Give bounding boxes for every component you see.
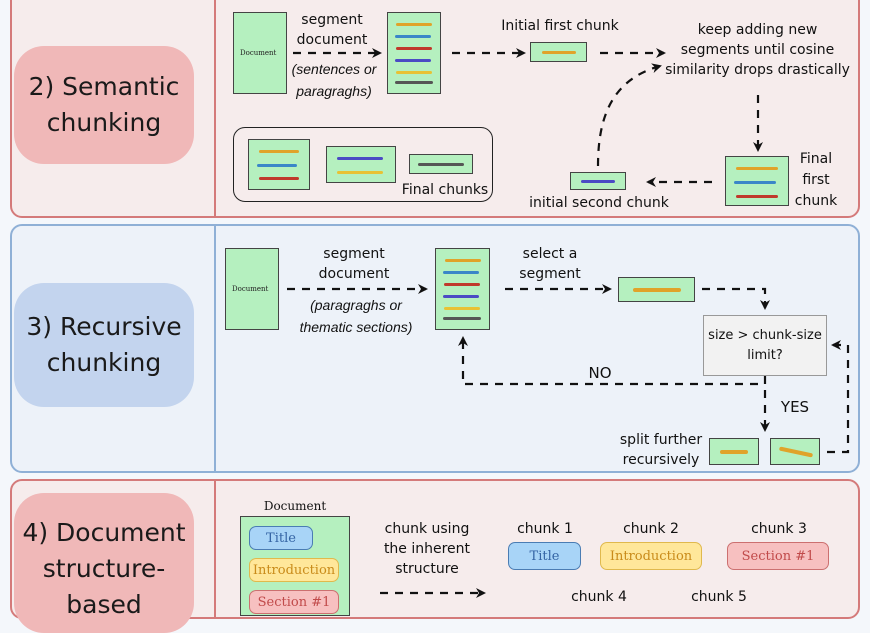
initial-first-chunk-label: Initial first chunk xyxy=(501,18,619,34)
final-chunk-3 xyxy=(409,154,473,174)
segments-box xyxy=(387,12,441,94)
initial-second-chunk-box xyxy=(570,172,626,190)
yes-label: YES xyxy=(780,398,810,416)
final-chunks-label: Final chunks xyxy=(401,182,489,198)
final-first-chunk-label: Final first chunk xyxy=(794,151,838,209)
document-box: Document xyxy=(225,248,279,330)
chunk-using-label: chunk using the inherent structure xyxy=(383,521,471,577)
panel-divider xyxy=(214,0,216,216)
panel-divider xyxy=(214,481,216,617)
select-segment-label: select a segment xyxy=(519,246,581,282)
no-label: NO xyxy=(588,364,612,382)
segments-box xyxy=(435,248,490,330)
segment-document-label: segment document xyxy=(296,12,368,48)
chunk-1-tag: Title xyxy=(508,542,581,570)
final-chunk-2 xyxy=(326,146,396,183)
selected-segment-box xyxy=(618,277,695,302)
final-chunks-container: Final chunks xyxy=(233,127,493,202)
structure-chunking-title: 4) Document structure- based xyxy=(14,493,194,633)
semantic-chunking-title: 2) Semantic chunking xyxy=(14,46,194,164)
segment-sub-label: (sentences or paragraghs) xyxy=(291,61,377,99)
chunk-2-tag: Introduction xyxy=(600,542,702,570)
chunk-5-label: chunk 5 xyxy=(691,589,747,605)
structure-document-box: Title Introduction Section #1 xyxy=(240,516,350,616)
initial-first-chunk-box xyxy=(530,42,587,62)
panel-divider xyxy=(214,226,216,471)
chunk-3-tag: Section #1 xyxy=(727,542,829,570)
split-chunk-2 xyxy=(770,438,820,465)
chunk-3-label: chunk 3 xyxy=(751,521,807,537)
split-chunk-1 xyxy=(709,438,759,465)
document-label: Document xyxy=(240,49,277,57)
size-limit-decision: size > chunk-size limit? xyxy=(703,315,827,376)
document-label: Document xyxy=(232,285,269,293)
doc-section-title: Title xyxy=(249,526,313,550)
doc-section-1: Section #1 xyxy=(249,590,339,614)
structure-document-label: Document xyxy=(263,499,327,513)
segment-sub-label: (paragraghs or thematic sections) xyxy=(299,297,413,335)
chunk-4-label: chunk 4 xyxy=(571,589,627,605)
keep-adding-label: keep adding new segments until cosine si… xyxy=(665,22,850,78)
final-first-chunk-box xyxy=(725,156,789,206)
chunk-1-label: chunk 1 xyxy=(517,521,573,537)
segment-document-label: segment document xyxy=(318,246,390,282)
final-chunk-1 xyxy=(248,139,310,190)
split-further-label: split further recursively xyxy=(619,432,703,468)
document-box: Document xyxy=(233,12,287,94)
doc-section-introduction: Introduction xyxy=(249,558,339,582)
recursive-chunking-title: 3) Recursive chunking xyxy=(14,283,194,407)
chunk-2-label: chunk 2 xyxy=(623,521,679,537)
initial-second-chunk-label: initial second chunk xyxy=(529,195,669,211)
